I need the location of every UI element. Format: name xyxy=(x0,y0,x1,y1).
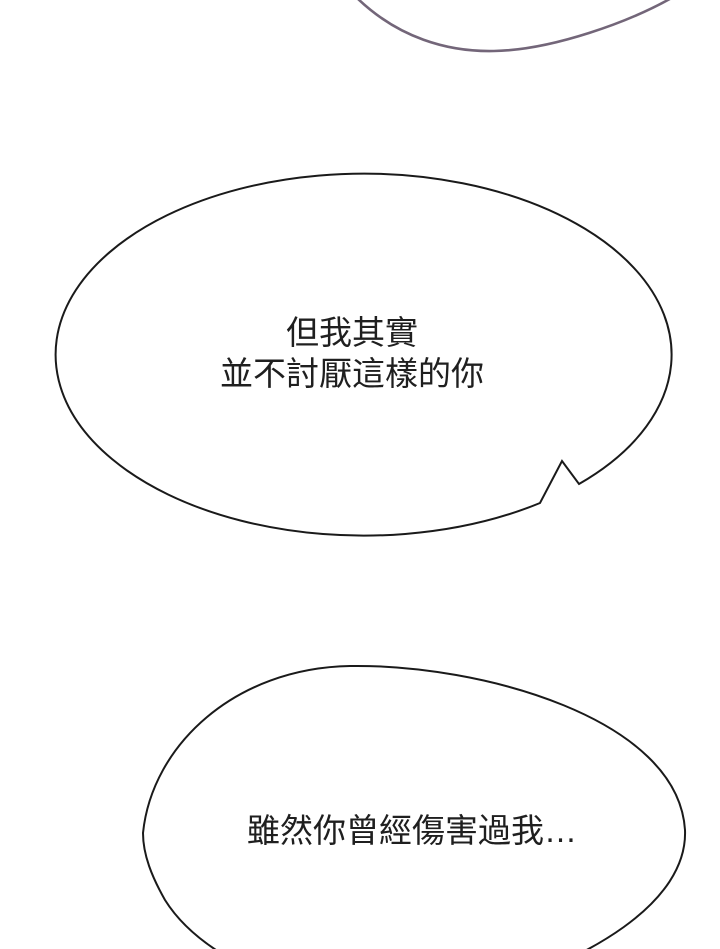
speech-bubble-2-outline xyxy=(141,664,687,949)
speech-line: 並不討厭這樣的你 xyxy=(220,355,484,392)
speech-bubble-2-text: 雖然你曾經傷害過我… xyxy=(112,810,712,851)
speech-bubble-1-outline xyxy=(54,172,673,537)
speech-bubble-1-text: 但我其實 並不討厭這樣的你 xyxy=(52,312,652,394)
speech-line: 雖然你曾經傷害過我… xyxy=(247,812,577,849)
speech-line: 但我其實 xyxy=(286,314,418,351)
hair-outline-curve xyxy=(357,0,671,53)
